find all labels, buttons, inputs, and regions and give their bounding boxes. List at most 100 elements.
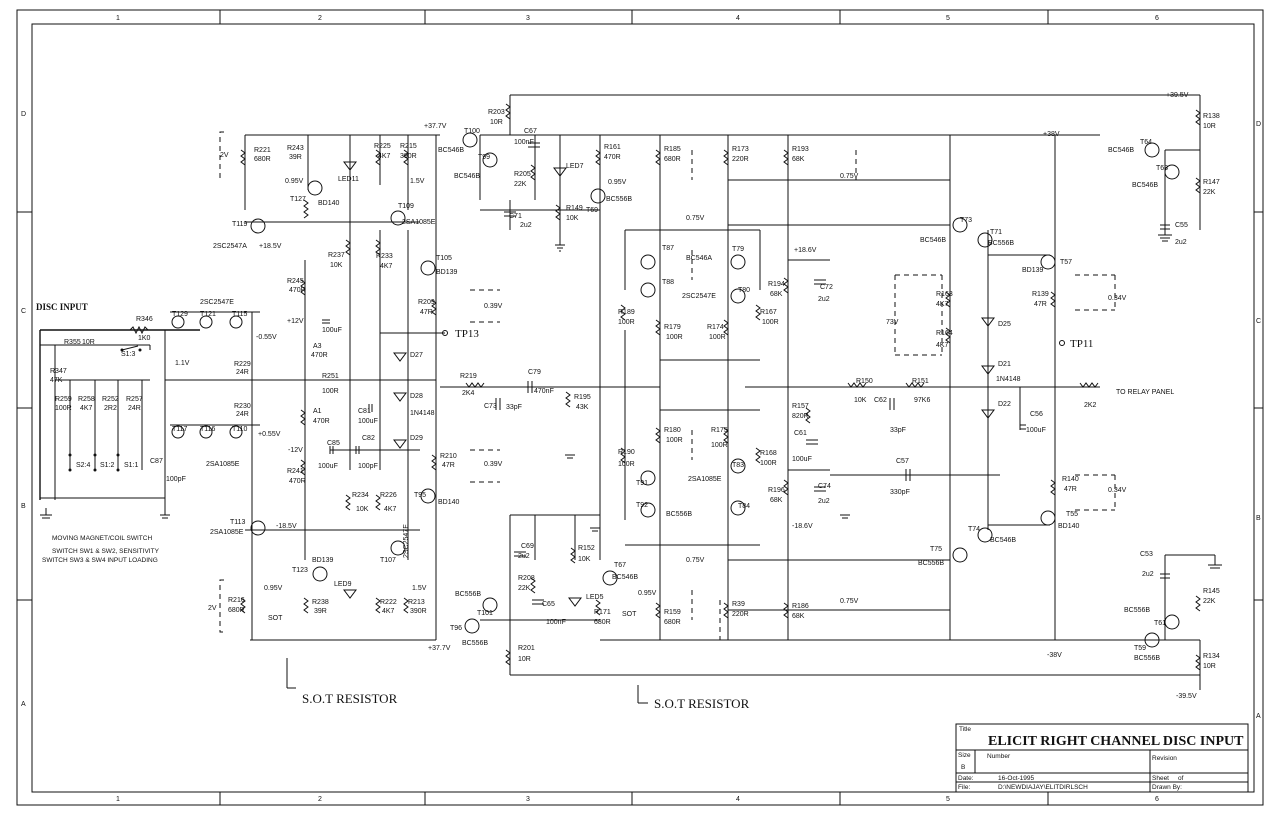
diode-ref: D22 <box>998 401 1011 408</box>
resistor-ref: R201 <box>518 645 535 652</box>
col-label: 2 <box>318 796 322 803</box>
resistor-ref: R149 <box>566 205 583 212</box>
resistor-ref: R196 <box>768 487 785 494</box>
voltage-label: 0.95V <box>285 178 304 185</box>
transistor-type: BC556B <box>918 560 944 567</box>
capacitor-ref: C73 <box>484 403 497 410</box>
diode-ref: D27 <box>410 352 423 359</box>
resistor-ref: R195 <box>574 394 591 401</box>
sot-resistor-left: S.O.T RESISTOR <box>302 691 398 706</box>
voltage-label: 0.75V <box>840 173 859 180</box>
resistor-ref: R161 <box>604 144 621 151</box>
resistor-ref: R163 <box>936 291 953 298</box>
title-label: Title <box>959 726 971 733</box>
transistor-ref: T84 <box>738 503 750 510</box>
resistor-ref: R257 <box>126 396 143 403</box>
resistor-value: 2R2 <box>104 405 117 412</box>
resistor-ref: R167 <box>760 309 777 316</box>
resistor-value: 10R <box>1203 123 1216 130</box>
resistor-ref: R134 <box>1203 653 1220 660</box>
date-value: 16-Oct-1995 <box>998 775 1035 782</box>
resistor-value: 68K <box>792 613 805 620</box>
transistor-type: BC546B <box>920 237 946 244</box>
resistor-value: 100R <box>711 442 728 449</box>
capacitor-ref: C57 <box>896 458 909 465</box>
number-label: Number <box>987 753 1011 760</box>
col-label: 3 <box>526 15 530 22</box>
voltage-label: 1.1V <box>175 360 190 367</box>
capacitor-value: 2u2 <box>520 222 532 229</box>
resistor-ref: R230 <box>234 403 251 410</box>
resistor-value: 680R <box>664 156 681 163</box>
transistor-type: BC556B <box>455 591 481 598</box>
resistor-ref: R215 <box>400 143 417 150</box>
led-ref: LED7 <box>566 163 584 170</box>
resistor-ref: R174 <box>707 324 724 331</box>
sot-callouts: S.O.T RESISTOR S.O.T RESISTOR <box>286 658 750 711</box>
input-transistor-pair: T129 T121 T115 2SC2547E T117 T116 T110 2… <box>165 299 281 640</box>
transistor-ref: T96 <box>450 625 462 632</box>
transistor-ref: T63 <box>1156 165 1168 172</box>
col-label: 6 <box>1155 15 1159 22</box>
diode-ref: D28 <box>410 393 423 400</box>
rail-label: +18.6V <box>794 247 817 254</box>
transistor-type: 2SC2547E <box>682 293 716 300</box>
capacitor-ref: C53 <box>1140 551 1153 558</box>
capacitor-ref: C55 <box>1175 222 1188 229</box>
resistor-value: 100R <box>666 334 683 341</box>
rail-label: +37.7V <box>424 123 447 130</box>
resistor-value: 100R <box>709 334 726 341</box>
resistor-ref: R190 <box>618 449 635 456</box>
capacitor-value: 100uF <box>318 463 338 470</box>
voltage-label: 1.5V <box>412 585 427 592</box>
transistor-ref: T92 <box>636 502 648 509</box>
size-value: B <box>961 764 965 771</box>
transistor-type: 2SA1085E <box>210 529 244 536</box>
switch-ref: S1:3 <box>121 351 136 358</box>
capacitor-ref: C74 <box>818 483 831 490</box>
rail-label: +39.5V <box>1166 92 1189 99</box>
resistor-value: 470R <box>313 418 330 425</box>
transistor-ref: T83 <box>732 462 744 469</box>
capacitor-value: 33pF <box>890 427 906 434</box>
resistor-ref: R39 <box>732 601 745 608</box>
rail-label: +37.7V <box>428 645 451 652</box>
resistor-ref: R179 <box>664 324 681 331</box>
transistor-ref: T113 <box>230 519 246 526</box>
resistor-ref: R233 <box>376 253 393 260</box>
switch-note: SWITCH SW1 & SW2, SENSITIVITY <box>52 548 160 555</box>
capacitor-value: 100uF <box>1026 427 1046 434</box>
transistor-ref: T57 <box>1060 259 1072 266</box>
col-label: 1 <box>116 796 120 803</box>
resistor-ref: R173 <box>732 146 749 153</box>
voltage-label: 0.34V <box>1108 487 1127 494</box>
resistor-ref: A3 <box>313 343 322 350</box>
resistor-value: 4K7 <box>382 608 395 615</box>
transistor-type: 2SC2547E <box>200 299 234 306</box>
capacitor-value: 2u2 <box>1142 571 1154 578</box>
capacitor-ref: C81 <box>358 408 371 415</box>
transistor-type: BD139 <box>1022 267 1044 274</box>
transistor-ref: T127 <box>290 196 306 203</box>
resistor-ref: R238 <box>312 599 329 606</box>
rail-label: +38V <box>1043 131 1060 138</box>
led-ref: LED5 <box>586 594 604 601</box>
capacitor-ref: C65 <box>542 601 555 608</box>
resistor-ref: R222 <box>380 599 397 606</box>
transistor-ref: T116 <box>200 426 216 433</box>
transistor-type: BC556B <box>1124 607 1150 614</box>
transistor-ref: T91 <box>636 480 648 487</box>
resistor-value: 39R <box>314 608 327 615</box>
voltage-label: 1.5V <box>410 178 425 185</box>
resistor-ref: R229 <box>234 361 251 368</box>
switch-ref: S1:2 <box>100 462 115 469</box>
voltage-label: 2V <box>208 605 217 612</box>
transistor-ref: T105 <box>436 255 452 262</box>
transistor-ref: T121 <box>200 311 216 318</box>
resistor-value: 680R <box>594 619 611 626</box>
col-label: 5 <box>946 15 950 22</box>
capacitor-value: 2u2 <box>818 296 830 303</box>
resistor-value: 47R <box>1064 486 1077 493</box>
transistor-ref: T59 <box>1134 645 1146 652</box>
